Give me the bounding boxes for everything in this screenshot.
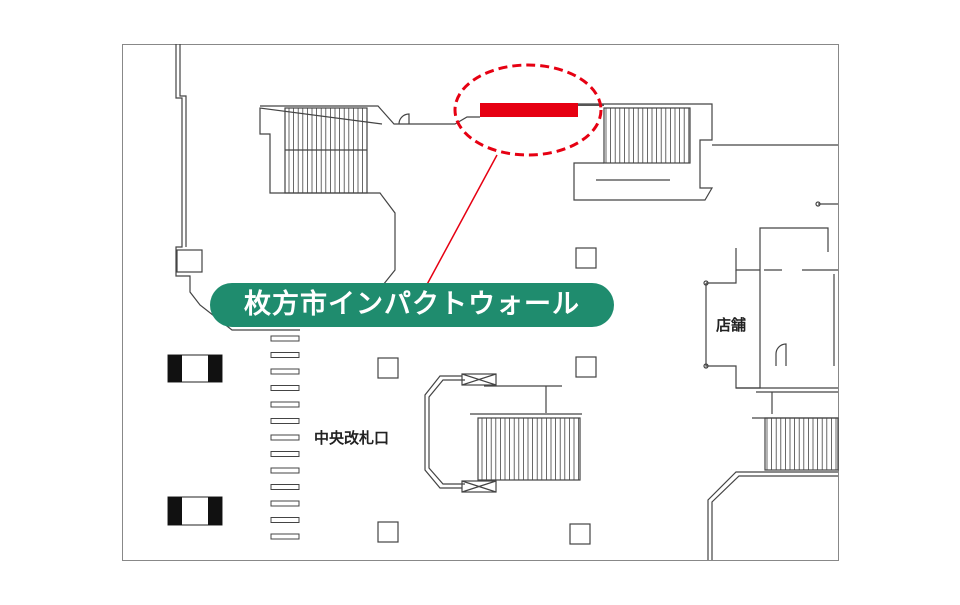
tactile-marking: [270, 368, 300, 375]
column-box: [176, 249, 203, 273]
tactile-marking: [270, 500, 300, 507]
tactile-marking: [270, 335, 300, 342]
tactile-marking: [270, 352, 300, 358]
central-gate-label: 中央改札口: [314, 429, 390, 447]
lower-center-stairs: [477, 417, 581, 481]
tactile-marking: [270, 451, 300, 457]
tactile-marking: [270, 467, 300, 474]
tactile-marking: [270, 418, 300, 424]
ticket-gate-upper: [167, 354, 223, 383]
tactile-marking: [270, 517, 300, 523]
tactile-marking: [270, 484, 300, 490]
highlight-dashed-ellipse: [453, 63, 603, 157]
impact-wall-label: 枚方市インパクトウォール: [210, 283, 614, 327]
upper-left-stair-wall: [259, 107, 396, 286]
pillar: [377, 521, 399, 543]
pillar: [575, 356, 597, 378]
pillar: [569, 523, 591, 545]
lower-escalator-wall: [424, 375, 462, 489]
left-wall-inner: [179, 44, 187, 247]
tactile-marking: [270, 385, 300, 391]
stair-gate-bottom: [461, 480, 497, 493]
upper-wall: [260, 105, 480, 125]
ticket-gate-lower: [167, 496, 223, 526]
pillar: [575, 247, 597, 269]
tactile-marking: [270, 533, 300, 540]
bottom-right-wall: [707, 471, 838, 560]
leader-line: [423, 154, 498, 291]
pillar: [377, 357, 399, 379]
door-icon: [398, 113, 410, 125]
shop-label: 店舗: [716, 316, 747, 334]
stair-gate-top: [461, 373, 497, 386]
upper-right-stair-wall: [578, 103, 714, 201]
tactile-marking: [270, 401, 300, 408]
impact-wall-marker: [480, 103, 578, 117]
tactile-marking: [270, 434, 300, 441]
